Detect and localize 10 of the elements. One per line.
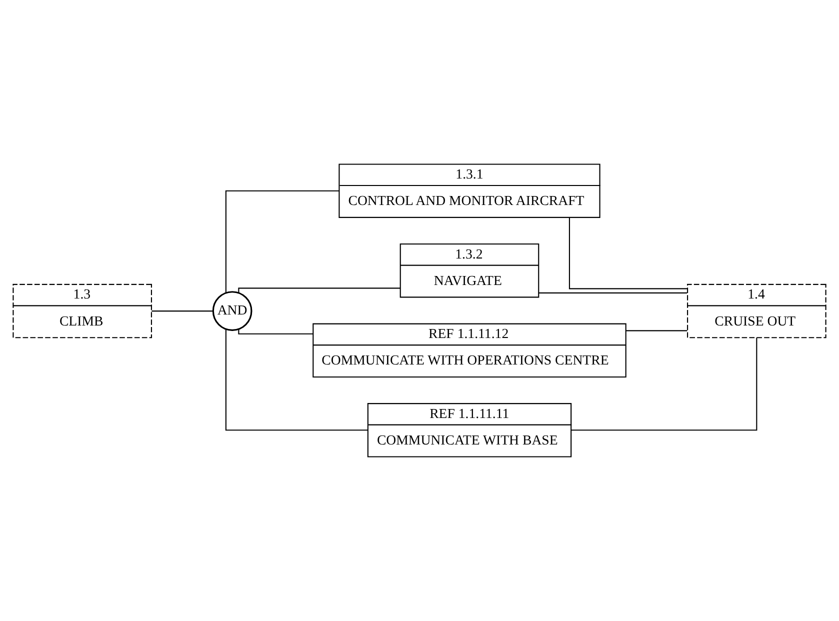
connector bbox=[626, 330, 688, 332]
connector bbox=[538, 292, 688, 294]
connector bbox=[225, 190, 340, 293]
connector bbox=[568, 218, 688, 290]
connector bbox=[225, 329, 368, 431]
connector bbox=[238, 288, 400, 293]
connector bbox=[152, 310, 214, 312]
node-circle: AND bbox=[212, 291, 252, 331]
connector bbox=[238, 329, 313, 334]
connector bbox=[571, 338, 758, 431]
